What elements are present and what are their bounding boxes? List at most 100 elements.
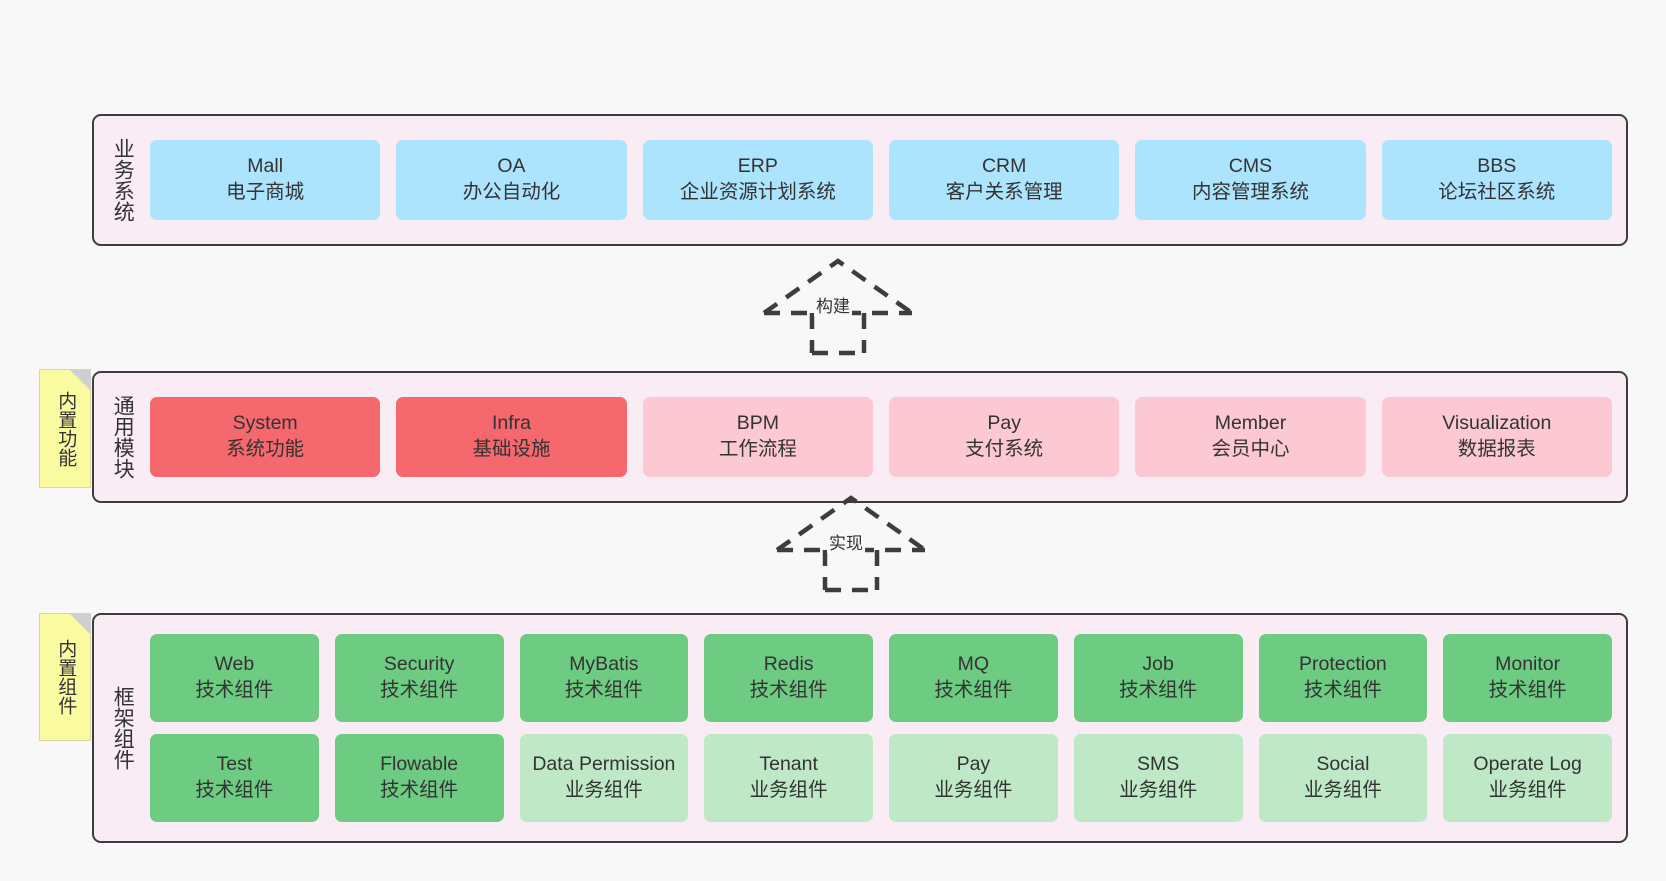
node-web[interactable]: Web 技术组件 [150,634,319,722]
node-cn-label: 技术组件 [380,679,459,701]
node-en-label: Operate Log [1473,753,1582,776]
node-operate-log[interactable]: Operate Log 业务组件 [1443,734,1612,822]
node-security[interactable]: Security 技术组件 [334,634,504,722]
node-cn-label: 技术组件 [749,679,828,701]
node-cn-label: 技术组件 [564,679,643,701]
layer-body-business: Mall 电子商城 OA 办公自动化 ERP 企业资源计划系统 CRM 客户关系… [150,116,1626,244]
node-sms[interactable]: SMS 业务组件 [1073,734,1243,822]
node-mall[interactable]: Mall 电子商城 [150,140,381,220]
node-cn-label: 技术组件 [1119,679,1198,701]
node-job[interactable]: Job 技术组件 [1073,634,1243,722]
sticky-note-builtin-component: 内置组件 [39,613,91,741]
node-bbs[interactable]: BBS 论坛社区系统 [1381,140,1612,220]
node-cn-label: 内容管理系统 [1191,181,1309,203]
node-cn-label: 办公自动化 [462,181,561,203]
node-cn-label: 系统功能 [226,438,305,460]
node-cn-label: 企业资源计划系统 [679,181,836,203]
connector-label-build: 构建 [814,297,852,316]
dashed-generalization-arrow-icon [762,258,914,356]
node-test[interactable]: Test 技术组件 [150,734,319,822]
node-en-label: Mall [247,155,284,178]
layer-body-modules: System 系统功能 Infra 基础设施 BPM 工作流程 Pay 支付系统… [150,373,1626,501]
node-cn-label: 会员中心 [1211,438,1290,460]
node-en-label: Pay [987,412,1021,435]
node-cn-label: 技术组件 [934,679,1013,701]
node-cn-label: 支付系统 [965,438,1044,460]
node-monitor[interactable]: Monitor 技术组件 [1443,634,1612,722]
node-en-label: Member [1214,412,1287,435]
connector-label-implement: 实现 [827,534,865,553]
node-cn-label: 技术组件 [380,779,459,801]
node-en-label: CMS [1228,155,1273,178]
node-row: System 系统功能 Infra 基础设施 BPM 工作流程 Pay 支付系统… [150,397,1612,477]
node-en-label: Tenant [759,753,818,776]
node-en-label: Monitor [1495,653,1561,676]
sticky-label: 内置功能 [55,390,77,467]
node-en-label: Test [216,753,253,776]
node-row: Test 技术组件 Flowable 技术组件 Data Permission … [150,734,1612,822]
node-flowable[interactable]: Flowable 技术组件 [334,734,504,822]
node-cn-label: 技术组件 [195,779,274,801]
node-visualization[interactable]: Visualization 数据报表 [1381,397,1612,477]
node-infra[interactable]: Infra 基础设施 [396,397,627,477]
node-en-label: CRM [981,155,1027,178]
layer-body-framework: Web 技术组件 Security 技术组件 MyBatis 技术组件 Redi… [150,615,1626,841]
node-en-label: ERP [737,155,778,178]
node-row: Mall 电子商城 OA 办公自动化 ERP 企业资源计划系统 CRM 客户关系… [150,140,1612,220]
layer-caption-modules: 通用模块 [111,395,135,479]
node-tenant[interactable]: Tenant 业务组件 [704,734,873,822]
node-en-label: Web [214,653,255,676]
node-oa[interactable]: OA 办公自动化 [396,140,627,220]
node-en-label: BBS [1477,155,1517,178]
node-redis[interactable]: Redis 技术组件 [704,634,873,722]
node-en-label: Data Permission [532,753,676,776]
node-cn-label: 数据报表 [1457,438,1536,460]
node-cn-label: 电子商城 [226,181,305,203]
node-cn-label: 技术组件 [1303,679,1382,701]
node-en-label: MyBatis [569,653,639,676]
node-cn-label: 技术组件 [1488,679,1567,701]
node-en-label: Job [1142,653,1174,676]
node-cn-label: 业务组件 [564,779,643,801]
node-social[interactable]: Social 业务组件 [1258,734,1428,822]
node-member[interactable]: Member 会员中心 [1135,397,1366,477]
node-mybatis[interactable]: MyBatis 技术组件 [519,634,689,722]
node-en-label: MQ [957,653,990,676]
node-cn-label: 业务组件 [1303,779,1382,801]
node-bpm[interactable]: BPM 工作流程 [642,397,873,477]
sticky-note-builtin-function: 内置功能 [39,369,91,488]
node-data-permission[interactable]: Data Permission 业务组件 [519,734,689,822]
node-cms[interactable]: CMS 内容管理系统 [1135,140,1366,220]
node-en-label: BPM [736,412,779,435]
node-en-label: Flowable [380,753,459,776]
node-cn-label: 业务组件 [1119,779,1198,801]
layer-framework-components: 框架组件 Web 技术组件 Security 技术组件 MyBatis 技术组件… [92,613,1628,843]
node-row: Web 技术组件 Security 技术组件 MyBatis 技术组件 Redi… [150,634,1612,722]
node-cn-label: 业务组件 [749,779,828,801]
connector-implement: 实现 [765,492,945,593]
node-en-label: Protection [1298,653,1387,676]
node-en-label: System [232,412,298,435]
node-cn-label: 论坛社区系统 [1438,181,1556,203]
node-crm[interactable]: CRM 客户关系管理 [888,140,1120,220]
node-mq[interactable]: MQ 技术组件 [889,634,1058,722]
layer-caption-business: 业务系统 [111,138,135,222]
node-cn-label: 技术组件 [195,679,274,701]
node-system[interactable]: System 系统功能 [150,397,381,477]
node-en-label: SMS [1136,753,1180,776]
layer-common-modules: 通用模块 System 系统功能 Infra 基础设施 BPM 工作流程 Pay… [92,371,1628,503]
sticky-label: 内置组件 [55,639,77,715]
node-protection[interactable]: Protection 技术组件 [1258,634,1428,722]
node-en-label: Redis [763,653,814,676]
node-cn-label: 客户关系管理 [945,181,1063,203]
node-cn-label: 基础设施 [472,438,551,460]
node-en-label: Pay [956,753,991,776]
node-pay-component[interactable]: Pay 业务组件 [889,734,1058,822]
connector-build: 构建 [752,255,932,356]
node-cn-label: 工作流程 [718,438,797,460]
node-pay-module[interactable]: Pay 支付系统 [888,397,1120,477]
node-erp[interactable]: ERP 企业资源计划系统 [642,140,873,220]
node-en-label: Security [383,653,455,676]
node-cn-label: 业务组件 [934,779,1013,801]
